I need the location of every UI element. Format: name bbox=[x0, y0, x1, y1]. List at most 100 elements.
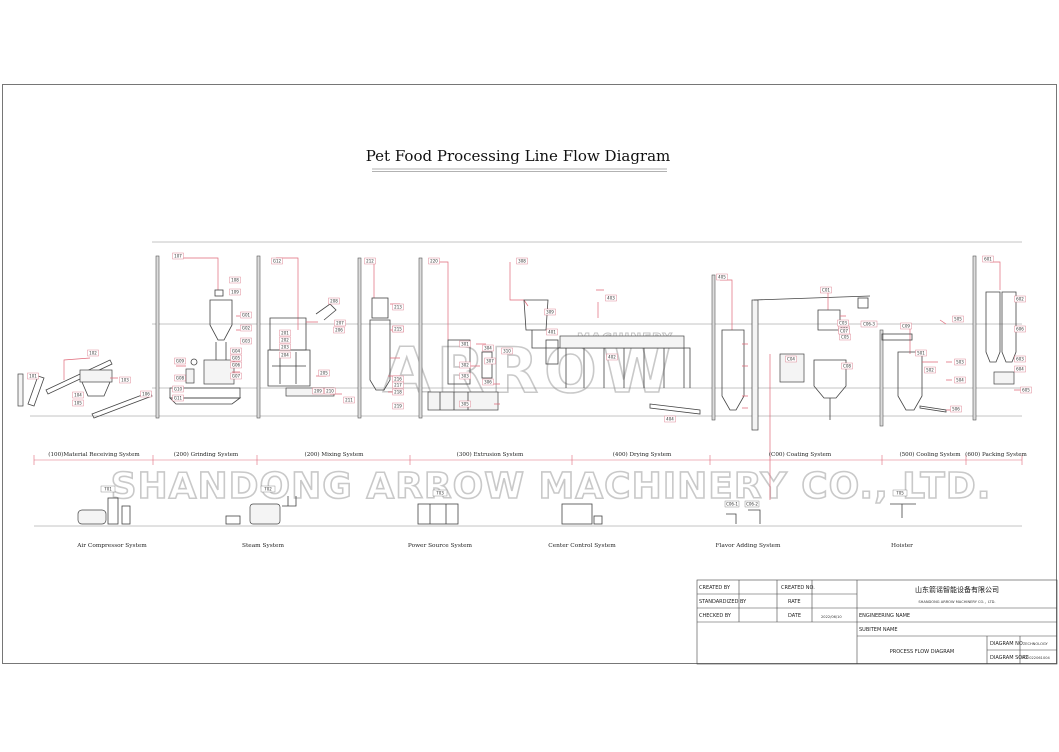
equipment-tag-label: 211 bbox=[345, 398, 353, 403]
tb-diagram-no: DIAGRAM NO. bbox=[990, 641, 1025, 647]
tb-date-value: 2022/06/10 bbox=[821, 615, 842, 619]
utility-tag: 703 bbox=[432, 489, 448, 497]
equipment-tag-label: 203 bbox=[281, 345, 289, 350]
grinding-equipment bbox=[169, 257, 242, 405]
equipment-tag-label: 105 bbox=[74, 401, 82, 406]
equipment-tag-label: C07 bbox=[840, 329, 848, 334]
tb-diagram-no-value: TECHNOLOGY bbox=[1022, 642, 1049, 646]
utility-label: Flavor Adding System bbox=[716, 543, 781, 549]
equipment-tag: C07 bbox=[838, 327, 850, 335]
equipment-tag-label: 306 bbox=[484, 380, 492, 385]
equipment-tag-label: 501 bbox=[917, 351, 925, 356]
equipment-tag: 104 bbox=[72, 391, 84, 399]
equipment-tag: 602 bbox=[1014, 295, 1026, 303]
hoist-equipment bbox=[720, 279, 871, 500]
equipment-tag: 405 bbox=[716, 273, 728, 281]
section-posts bbox=[155, 255, 977, 427]
mixing-equipment bbox=[267, 257, 342, 397]
equipment-tag-label: 206 bbox=[335, 328, 343, 333]
system-label: (500) Cooling System bbox=[899, 451, 961, 458]
equipment-tag-label: 107 bbox=[174, 254, 182, 259]
equipment-tag: C03 bbox=[837, 319, 849, 327]
utility-tag: 705 bbox=[892, 489, 908, 497]
equipment-tag-label: 102 bbox=[89, 351, 97, 356]
drying-equipment bbox=[509, 262, 701, 415]
system-label: (300) Extrusion System bbox=[457, 451, 524, 458]
equipment-tag: 310 bbox=[501, 347, 513, 355]
equipment-tag-label: C05 bbox=[841, 335, 849, 340]
equipment-tag: 401 bbox=[546, 328, 558, 336]
equipment-tag-label: G09 bbox=[176, 359, 185, 364]
equipment-tag: 216 bbox=[392, 375, 404, 383]
tb-engineering-name: ENGINEERING NAME bbox=[859, 613, 910, 619]
equipment-tag: 502 bbox=[924, 366, 936, 374]
equipment-tag-label: G08 bbox=[176, 376, 185, 381]
equipment-tag-label: 601 bbox=[984, 257, 992, 262]
utility-tag-label: 703 bbox=[436, 491, 444, 496]
equipment-tag-label: 216 bbox=[394, 377, 402, 382]
equipment-tag-label: 201 bbox=[281, 331, 289, 336]
equipment-tag: 207 bbox=[334, 319, 346, 327]
equipment-tag-label: 301 bbox=[461, 342, 469, 347]
equipment-tag: 309 bbox=[544, 308, 556, 316]
equipment-tag-label: 106 bbox=[142, 392, 150, 397]
equipment-tag: C06-3 bbox=[860, 320, 878, 328]
equipment-tag-label: 218 bbox=[394, 390, 402, 395]
equipment-tag-label: 109 bbox=[231, 290, 239, 295]
equipment-tag: G10 bbox=[172, 385, 184, 393]
tb-diagram-sort: DIAGRAM SORT bbox=[990, 655, 1029, 661]
equipment-tag-label: 307 bbox=[486, 359, 494, 364]
equipment-tag-label: 303 bbox=[461, 374, 469, 379]
equipment-tag-label: G06 bbox=[232, 363, 241, 368]
equipment-tag: 302 bbox=[459, 361, 471, 369]
title-block bbox=[696, 579, 1058, 665]
material-receiving-equipment bbox=[17, 357, 153, 419]
equipment-tag-label: 305 bbox=[461, 402, 469, 407]
equipment-tag: 206 bbox=[333, 326, 345, 334]
utility-tag: 702 bbox=[260, 485, 276, 493]
tb-subitem-name: SUBITEM NAME bbox=[859, 627, 898, 633]
equipment-tag: G11 bbox=[172, 394, 184, 402]
equipment-tag-label: 302 bbox=[461, 363, 469, 368]
equipment-tag: G06 bbox=[230, 361, 242, 369]
equipment-tag-label: 310 bbox=[503, 349, 511, 354]
equipment-tag-label: G03 bbox=[242, 339, 251, 344]
system-divisions bbox=[33, 455, 1023, 465]
equipment-tag-label: G04 bbox=[232, 349, 241, 354]
equipment-tag: G05 bbox=[230, 354, 242, 362]
equipment-tag: 211 bbox=[343, 396, 355, 404]
cooling-equipment bbox=[881, 319, 952, 413]
equipment-tag-label: G11 bbox=[174, 396, 183, 401]
tb-created-no: CREATED NO. bbox=[781, 585, 815, 591]
drawing-frame bbox=[2, 84, 1057, 664]
utility-label: Center Control System bbox=[548, 543, 616, 549]
tb-diagram-sort-value: PD2022061004 bbox=[1022, 656, 1051, 660]
equipment-tag: G02 bbox=[240, 324, 252, 332]
equipment-tag-label: 220 bbox=[430, 259, 438, 264]
equipment-tag: 601 bbox=[982, 255, 994, 263]
equipment-tag-label: 404 bbox=[666, 417, 674, 422]
equipment-tag-label: C03 bbox=[839, 321, 847, 326]
equipment-tag-label: 502 bbox=[926, 368, 934, 373]
utility-label: Air Compressor System bbox=[76, 543, 147, 549]
equipment-tag-label: 204 bbox=[281, 353, 289, 358]
equipment-tag-label: 405 bbox=[718, 275, 726, 280]
system-label: (200) Mixing System bbox=[305, 451, 365, 458]
equipment-tag: 304 bbox=[482, 344, 494, 352]
equipment-tag: C09 bbox=[900, 322, 912, 330]
utility-tag-label: C06-1 bbox=[726, 502, 738, 507]
equipment-tag: 604 bbox=[1014, 365, 1026, 373]
equipment-tag: C08 bbox=[841, 362, 853, 370]
equipment-tag: 506 bbox=[950, 405, 962, 413]
equipment-tag: 209 bbox=[312, 387, 324, 395]
equipment-tag: 605 bbox=[1020, 386, 1032, 394]
system-label: (400) Drying System bbox=[613, 451, 672, 458]
system-label: (C00) Coating System bbox=[769, 451, 832, 458]
equipment-tag-label: 217 bbox=[394, 383, 402, 388]
equipment-tag-label: G10 bbox=[174, 387, 183, 392]
equipment-tag-label: C08 bbox=[843, 364, 851, 369]
equipment-tag: 108 bbox=[229, 276, 241, 284]
equipment-tag: G07 bbox=[230, 372, 242, 380]
equipment-tag-label: 212 bbox=[366, 259, 374, 264]
